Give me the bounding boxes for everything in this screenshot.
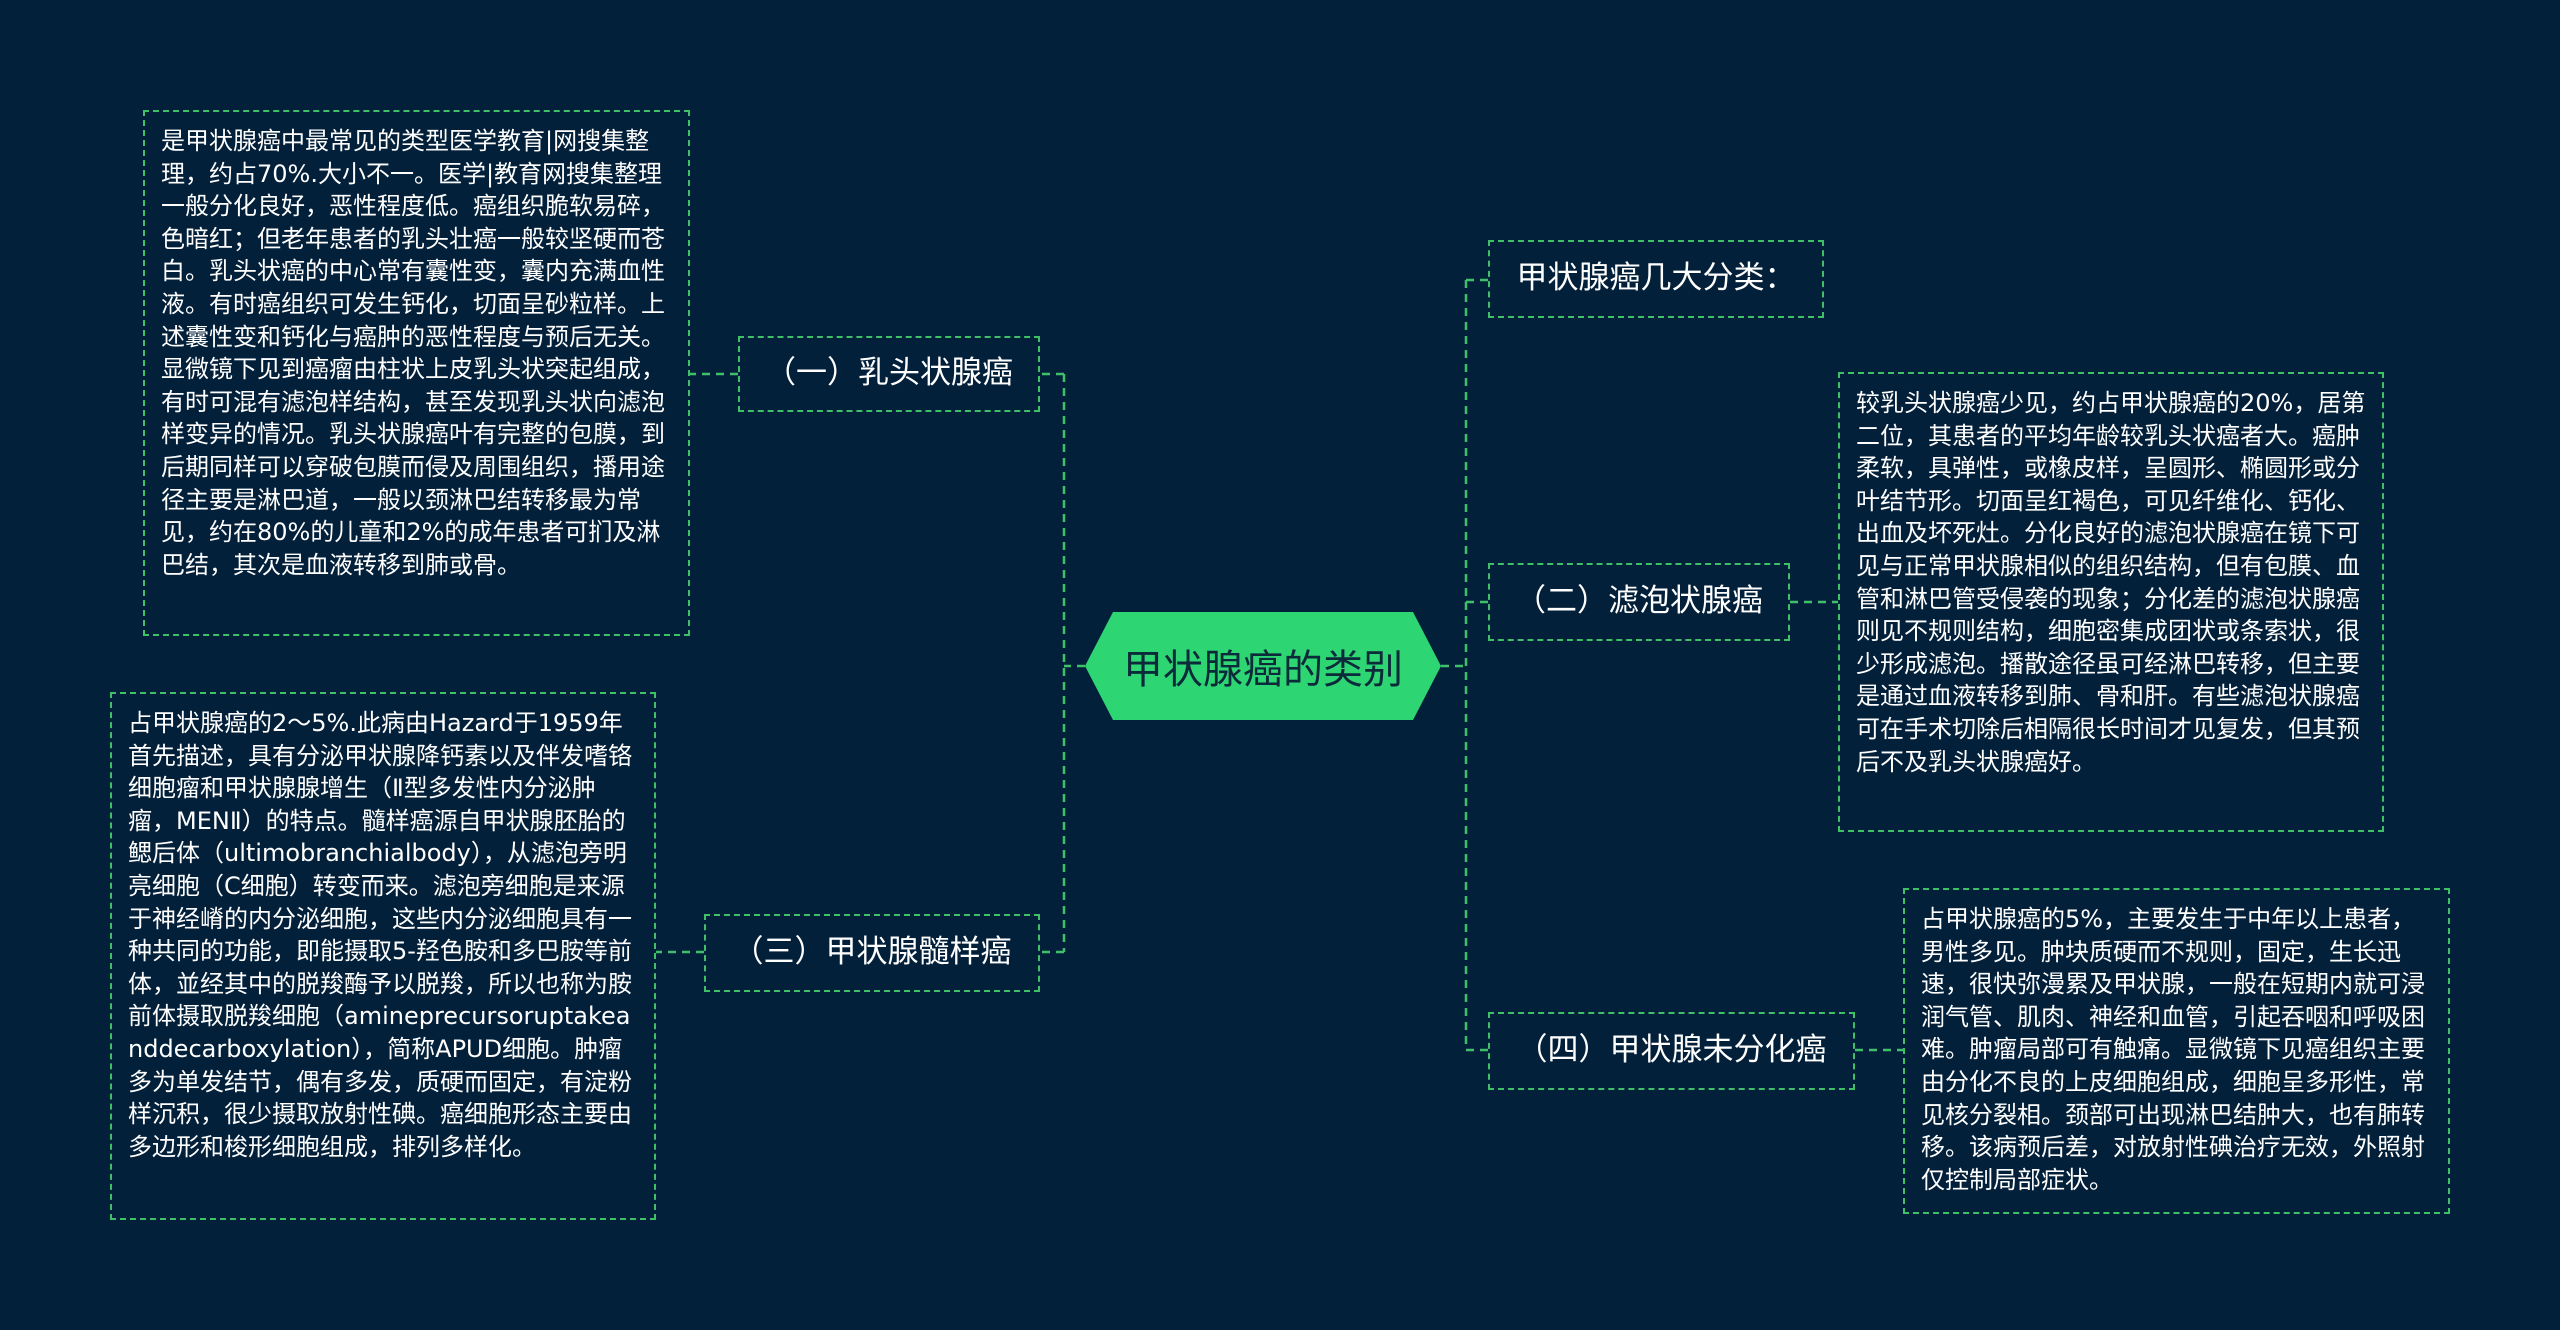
detail-papillary: 是甲状腺癌中最常见的类型医学教育|网搜集整理，约占70%.大小不一。医学|教育网… — [143, 110, 690, 636]
branch-papillary[interactable]: （一）乳头状腺癌 — [738, 336, 1040, 412]
detail-medullary: 占甲状腺癌的2～5%.此病由Hazard于1959年首先描述，具有分泌甲状腺降钙… — [110, 692, 656, 1220]
central-node-label: 甲状腺癌的类别 — [1123, 647, 1403, 693]
branch-medullary[interactable]: （三）甲状腺髓样癌 — [704, 914, 1040, 992]
detail-anaplastic: 占甲状腺癌的5%，主要发生于中年以上患者，男性多见。肿块质硬而不规则，固定，生长… — [1903, 888, 2450, 1214]
connector-right-trunk — [1441, 278, 1488, 1052]
branch-classification[interactable]: 甲状腺癌几大分类： — [1488, 240, 1824, 318]
branch-anaplastic[interactable]: （四）甲状腺未分化癌 — [1488, 1012, 1855, 1090]
central-node-shape — [1085, 612, 1441, 720]
branch-follicular[interactable]: （二）滤泡状腺癌 — [1488, 563, 1790, 641]
connector-left-trunk — [1040, 372, 1085, 954]
central-node[interactable]: 甲状腺癌的类别 — [1085, 612, 1441, 720]
detail-follicular: 较乳头状腺癌少见，约占甲状腺癌的20%，居第二位，其患者的平均年龄较乳头状癌者大… — [1838, 372, 2384, 832]
